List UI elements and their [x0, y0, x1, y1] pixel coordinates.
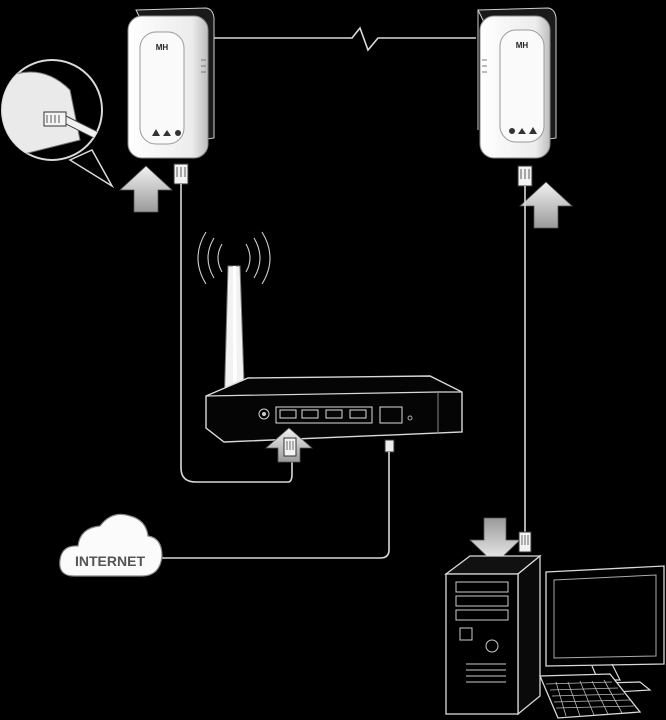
router-icon	[205, 375, 463, 443]
powerline-link	[212, 26, 476, 52]
left-powerline-adapter: MH	[127, 7, 215, 159]
right-powerline-adapter: MH	[477, 7, 557, 159]
computer-tower-icon	[444, 554, 542, 716]
up-arrow-icon	[118, 165, 174, 213]
wan-port	[379, 406, 403, 424]
cable-connector-icon	[384, 439, 395, 453]
lan-ports	[275, 406, 373, 424]
status-led-icons	[509, 127, 537, 134]
cable-connector-icon	[517, 165, 533, 187]
cable-connector-icon	[518, 531, 532, 553]
wifi-waves-icon	[197, 231, 271, 285]
down-arrow-icon	[469, 517, 521, 565]
monitor-icon	[545, 565, 665, 695]
adapter-logo: MH	[516, 41, 529, 50]
internet-cable	[160, 452, 390, 559]
keyboard-icon	[539, 673, 642, 719]
plug-zoom-callout	[1, 59, 115, 189]
adapter-logo: MH	[156, 43, 169, 52]
cable-connector-icon	[283, 437, 297, 457]
cable-connector-icon	[173, 163, 189, 185]
status-led-icons	[152, 129, 181, 136]
ethernet-cable-left	[180, 184, 293, 483]
cloud-icon: INTERNET	[59, 513, 163, 577]
up-arrow-icon	[518, 181, 574, 229]
cloud-label: INTERNET	[75, 553, 145, 569]
antenna-icon	[223, 265, 246, 413]
